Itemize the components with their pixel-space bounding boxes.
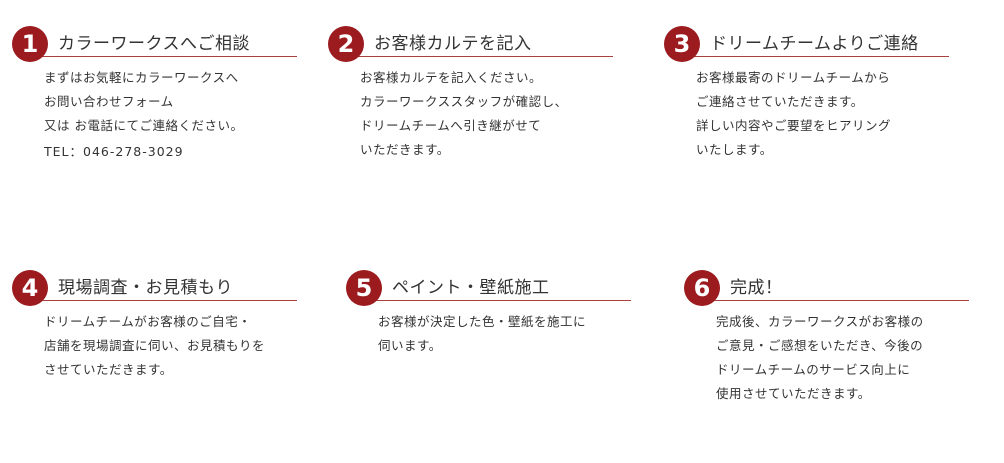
description-line: 詳しい内容やご要望をヒアリング	[696, 118, 892, 133]
description-line: 店舗を現場調査に伺い、お見積もりを	[44, 338, 266, 353]
header-rule	[28, 56, 297, 57]
step-title: 完成！	[730, 278, 783, 298]
step-number-badge: 2	[328, 26, 364, 62]
step-header: 2 お客様カルテを記入	[328, 26, 613, 64]
step-title: お客様カルテを記入	[374, 34, 532, 54]
description-line: ドリームチームへ引き継がせて	[360, 118, 542, 133]
step-header: 3 ドリームチームよりご連絡	[664, 26, 949, 64]
step-number-badge: 1	[12, 26, 48, 62]
description-line: お問い合わせフォーム	[44, 94, 174, 109]
header-rule	[28, 300, 297, 301]
step-3: 3 ドリームチームよりご連絡 お客様最寄のドリームチームから ご連絡させていただ…	[664, 26, 949, 162]
step-description: お客様が決定した色・壁紙を施工に 伺います。	[346, 310, 631, 358]
description-line: まずはお気軽にカラーワークスへ	[44, 70, 239, 85]
description-line: 伺います。	[378, 338, 442, 353]
step-description: お客様最寄のドリームチームから ご連絡させていただきます。 詳しい内容やご要望を…	[664, 66, 949, 162]
step-number-badge: 4	[12, 270, 48, 306]
step-5: 5 ペイント・壁紙施工 お客様が決定した色・壁紙を施工に 伺います。	[346, 270, 631, 358]
description-line: ご連絡させていただきます。	[696, 94, 864, 109]
description-line: お客様が決定した色・壁紙を施工に	[378, 314, 587, 329]
step-header: 4 現場調査・お見積もり	[12, 270, 297, 308]
header-rule	[680, 56, 949, 57]
step-number-badge: 6	[684, 270, 720, 306]
step-number-badge: 3	[664, 26, 700, 62]
step-description: ドリームチームがお客様のご自宅・ 店舗を現場調査に伺い、お見積もりを させていた…	[12, 310, 297, 382]
step-description: お客様カルテを記入ください。 カラーワークススタッフが確認し、 ドリームチームへ…	[328, 66, 613, 162]
phone-number: TEL：046-278-3029	[44, 144, 184, 159]
description-line: ドリームチームがお客様のご自宅・	[44, 314, 252, 329]
description-line: お客様カルテを記入ください。	[360, 70, 543, 85]
header-rule	[362, 300, 631, 301]
description-line: いただきます。	[360, 142, 450, 157]
step-1: 1 カラーワークスへご相談 まずはお気軽にカラーワークスへ お問い合わせフォーム…	[12, 26, 297, 164]
step-title: ペイント・壁紙施工	[392, 278, 550, 298]
description-line: お客様最寄のドリームチームから	[696, 70, 891, 85]
step-number-badge: 5	[346, 270, 382, 306]
step-title: カラーワークスへご相談	[58, 34, 250, 54]
description-line: ご意見・ご感想をいただき、今後の	[716, 338, 924, 353]
header-rule	[700, 300, 969, 301]
step-title: 現場調査・お見積もり	[58, 278, 233, 298]
step-header: 6 完成！	[684, 270, 969, 308]
description-line: いたします。	[696, 142, 773, 157]
description-line: ドリームチームのサービス向上に	[716, 362, 911, 377]
header-rule	[344, 56, 613, 57]
step-description: まずはお気軽にカラーワークスへ お問い合わせフォーム 又は お電話にてご連絡くだ…	[12, 66, 297, 164]
step-header: 5 ペイント・壁紙施工	[346, 270, 631, 308]
description-line: させていただきます。	[44, 362, 173, 377]
step-6: 6 完成！ 完成後、カラーワークスがお客様の ご意見・ご感想をいただき、今後の …	[684, 270, 969, 406]
description-line: カラーワークススタッフが確認し、	[360, 94, 568, 109]
description-line: 完成後、カラーワークスがお客様の	[716, 314, 924, 329]
description-line: 使用させていただきます。	[716, 386, 871, 401]
description-line: 又は お電話にてご連絡ください。	[44, 118, 244, 133]
step-4: 4 現場調査・お見積もり ドリームチームがお客様のご自宅・ 店舗を現場調査に伺い…	[12, 270, 297, 382]
step-description: 完成後、カラーワークスがお客様の ご意見・ご感想をいただき、今後の ドリームチー…	[684, 310, 969, 406]
step-2: 2 お客様カルテを記入 お客様カルテを記入ください。 カラーワークススタッフが確…	[328, 26, 613, 162]
step-title: ドリームチームよりご連絡	[710, 34, 919, 54]
step-header: 1 カラーワークスへご相談	[12, 26, 297, 64]
